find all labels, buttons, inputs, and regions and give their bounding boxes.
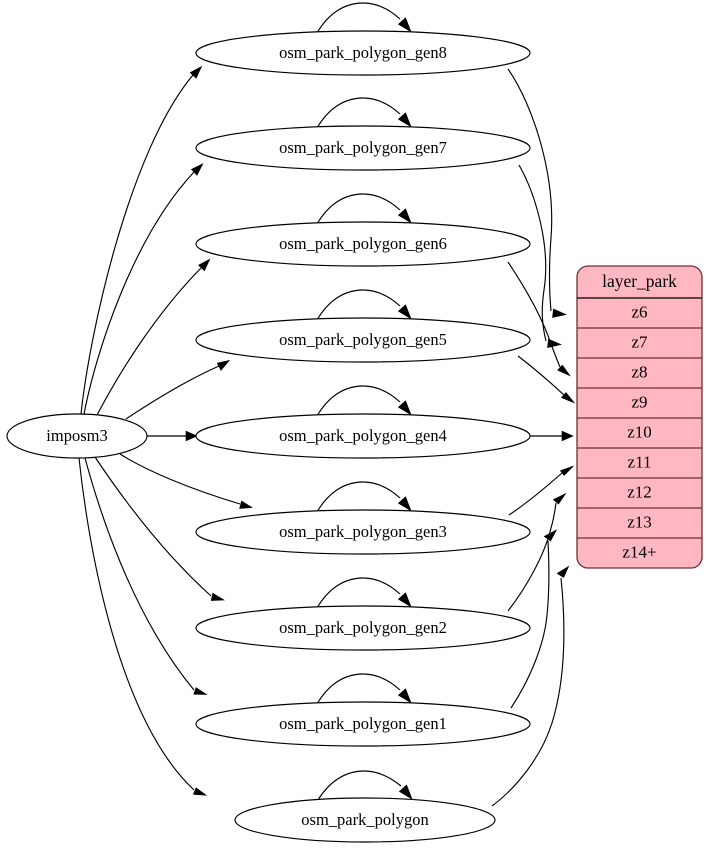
osm_park_polygon_gen2-label: osm_park_polygon_gen2 — [279, 618, 447, 637]
node-osm_park_polygon_gen6[interactable]: osm_park_polygon_gen6 — [195, 221, 531, 267]
osm_park_polygon_gen4-ellipse[interactable] — [195, 413, 531, 459]
self-loop-osm_park_polygon_gen8 — [316, 2, 412, 34]
osm_park_polygon_gen3-label: osm_park_polygon_gen3 — [279, 522, 447, 541]
imposm3-ellipse[interactable] — [6, 413, 148, 459]
edge-imposm3-to-osm_park_polygon_gen2 — [94, 456, 225, 601]
layer-park-row-z8[interactable]: z8 — [631, 362, 647, 381]
layer-park-table-body — [576, 265, 703, 569]
osm_park_polygon_gen6-ellipse[interactable] — [195, 221, 531, 267]
edge-osm_park_polygon_gen4-to-z10 — [530, 430, 574, 442]
osm_park_polygon_gen8-ellipse[interactable] — [195, 30, 531, 76]
layer-park-row-z14plus[interactable]: z14+ — [622, 542, 656, 561]
layer-park-row-z6[interactable]: z6 — [631, 302, 647, 321]
node-osm_park_polygon_gen5[interactable]: osm_park_polygon_gen5 — [195, 317, 531, 363]
layer-park-row-z10[interactable]: z10 — [627, 422, 652, 441]
self-loop-osm_park_polygon_gen7 — [316, 97, 412, 129]
edge-osm_park_polygon_gen5-to-z9 — [517, 355, 576, 404]
layer-park-header-label: layer_park — [602, 271, 677, 291]
osm_park_polygon_gen7-label: osm_park_polygon_gen7 — [279, 138, 447, 157]
layer-park-row-z9[interactable]: z9 — [631, 392, 647, 411]
edge-osm_park_polygon_gen8-to-z6 — [507, 68, 567, 318]
edge-imposm3-to-osm_park_polygon_gen8 — [80, 65, 203, 415]
edge-imposm3-to-osm_park_polygon_gen1 — [84, 457, 208, 695]
node-imposm3[interactable]: imposm3 — [6, 413, 148, 459]
layer-park-row-z11[interactable]: z11 — [628, 452, 652, 471]
osm_park_polygon_gen6-label: osm_park_polygon_gen6 — [279, 234, 447, 253]
node-osm_park_polygon_gen3[interactable]: osm_park_polygon_gen3 — [195, 509, 531, 555]
edge-osm_park_polygon_gen6-to-z8 — [507, 261, 571, 377]
node-osm_park_polygon_gen8[interactable]: osm_park_polygon_gen8 — [195, 30, 531, 76]
osm_park_polygon_gen5-label: osm_park_polygon_gen5 — [279, 330, 447, 349]
self-loop-osm_park_polygon_gen3 — [316, 481, 412, 513]
self-loop-osm_park_polygon_gen4 — [316, 385, 412, 417]
layer-park-table[interactable]: layer_park z6 z7 z8 z9 z10 z11 z12 z13 z… — [576, 265, 703, 569]
osm_park_polygon_gen3-ellipse[interactable] — [195, 509, 531, 555]
edge-group-processes-to-layer — [491, 68, 576, 807]
edge-osm_park_polygon_gen3-to-z11 — [508, 465, 574, 516]
edge-osm_park_polygon_gen1-to-z13 — [510, 529, 558, 709]
edge-imposm3-to-osm_park_polygon_gen7 — [83, 163, 204, 415]
osm_park_polygon_gen1-ellipse[interactable] — [195, 701, 531, 747]
edge-osm_park_polygon-to-z14plus — [491, 565, 570, 807]
osm_park_polygon_gen8-label: osm_park_polygon_gen8 — [279, 43, 447, 62]
osm_park_polygon-label: osm_park_polygon — [301, 810, 428, 829]
osm_park_polygon_gen5-ellipse[interactable] — [195, 317, 531, 363]
self-loop-osm_park_polygon — [317, 770, 413, 801]
imposm3-label: imposm3 — [46, 426, 107, 445]
osm_park_polygon_gen2-ellipse[interactable] — [195, 605, 531, 651]
node-osm_park_polygon_gen1[interactable]: osm_park_polygon_gen1 — [195, 701, 531, 747]
node-osm_park_polygon[interactable]: osm_park_polygon — [234, 797, 496, 843]
osm_park_polygon_gen7-ellipse[interactable] — [195, 125, 531, 171]
edge-imposm3-to-osm_park_polygon — [78, 457, 208, 796]
edge-group-self-loops — [316, 2, 413, 801]
layer-park-row-z12[interactable]: z12 — [627, 482, 652, 501]
self-loop-osm_park_polygon_gen6 — [316, 193, 412, 225]
edge-imposm3-to-osm_park_polygon_gen6 — [96, 258, 211, 416]
layer-park-row-z13[interactable]: z13 — [627, 512, 652, 531]
edge-group-source-to-processes — [78, 65, 253, 796]
node-osm_park_polygon_gen4[interactable]: osm_park_polygon_gen4 — [195, 413, 531, 459]
edge-imposm3-to-osm_park_polygon_gen4 — [147, 430, 198, 442]
edge-osm_park_polygon_gen2-to-z12 — [507, 492, 567, 612]
osm_park_polygon-ellipse[interactable] — [234, 797, 496, 843]
layer-park-row-z7[interactable]: z7 — [631, 332, 648, 351]
self-loop-osm_park_polygon_gen2 — [316, 577, 412, 609]
osm_park_polygon_gen1-label: osm_park_polygon_gen1 — [279, 714, 447, 733]
node-osm_park_polygon_gen7[interactable]: osm_park_polygon_gen7 — [195, 125, 531, 171]
edge-imposm3-to-osm_park_polygon_gen3 — [119, 453, 253, 509]
self-loop-osm_park_polygon_gen1 — [316, 673, 412, 705]
osm_park_polygon_gen4-label: osm_park_polygon_gen4 — [279, 426, 447, 445]
edge-imposm3-to-osm_park_polygon_gen5 — [125, 359, 231, 420]
node-osm_park_polygon_gen2[interactable]: osm_park_polygon_gen2 — [195, 605, 531, 651]
edge-osm_park_polygon_gen7-to-z7 — [518, 164, 562, 348]
self-loop-osm_park_polygon_gen5 — [316, 289, 412, 321]
